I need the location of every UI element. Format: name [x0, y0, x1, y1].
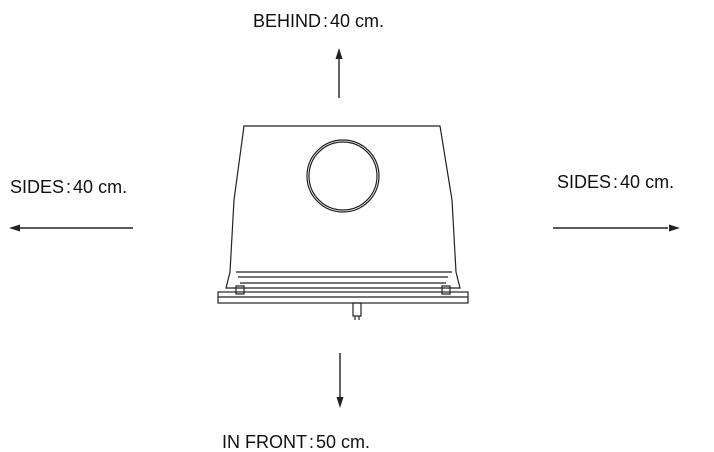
right-label-separator: :	[613, 172, 619, 192]
front-label-name: IN FRONT	[222, 432, 307, 452]
front-label-value: 50 cm.	[316, 432, 371, 452]
left-label-name: SIDES	[10, 177, 65, 197]
behind-label-name: BEHIND	[253, 11, 322, 31]
vent-circle	[306, 139, 380, 213]
behind-arrow	[335, 48, 343, 98]
behind-label-value: 40 cm.	[330, 11, 385, 31]
right-side-arrow	[553, 224, 680, 232]
front-label-separator: :	[309, 432, 315, 452]
behind-label-separator: :	[323, 11, 329, 31]
left-side-arrow	[9, 224, 133, 232]
right-side-clearance-label: SIDES:40 cm.	[557, 172, 674, 192]
behind-clearance-label: BEHIND:40 cm.	[253, 11, 384, 31]
right-label-value: 40 cm.	[620, 172, 675, 192]
left-side-clearance-label: SIDES:40 cm.	[10, 177, 127, 197]
right-label-name: SIDES	[557, 172, 612, 192]
front-arrow	[336, 353, 344, 408]
appliance-body	[225, 125, 461, 289]
front-clearance-label: IN FRONT:50 cm.	[222, 432, 370, 452]
control-knob	[352, 302, 362, 317]
left-label-value: 40 cm.	[73, 177, 128, 197]
appliance-outline	[217, 125, 469, 320]
left-label-separator: :	[66, 177, 72, 197]
